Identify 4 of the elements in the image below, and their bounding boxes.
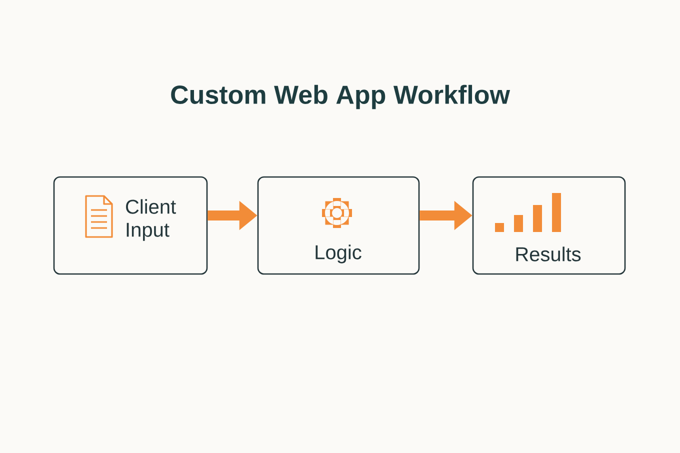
box-label: Client Input xyxy=(126,199,176,241)
box-label: Results xyxy=(516,246,581,262)
box-label: Logic xyxy=(316,244,362,264)
title: Custom Web App Workflow xyxy=(171,84,510,110)
